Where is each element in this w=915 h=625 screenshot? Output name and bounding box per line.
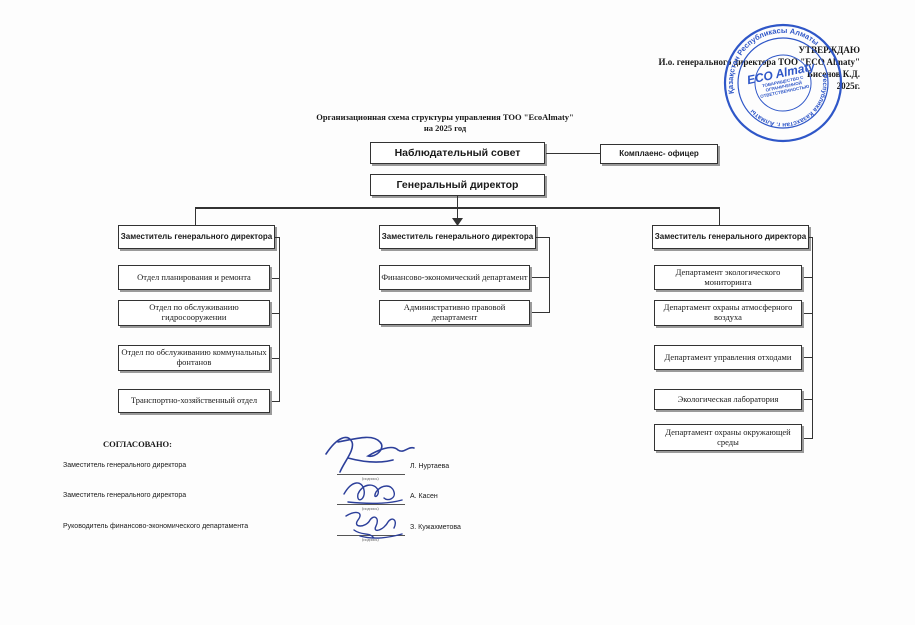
left-branch-spine bbox=[279, 237, 280, 402]
title-line-1: Организационная схема структуры управлен… bbox=[316, 112, 574, 122]
director-box: Генеральный директор bbox=[370, 174, 545, 196]
signatory-name-2: А. Касен bbox=[410, 493, 438, 500]
signature-line-1 bbox=[337, 474, 405, 475]
right-branch-spine bbox=[812, 237, 813, 439]
arrow-head-icon bbox=[452, 218, 463, 226]
right-branch-top bbox=[809, 237, 813, 238]
right-branch-tick-2 bbox=[802, 313, 813, 314]
signature-caption-1: (подпись) bbox=[362, 476, 379, 481]
unit-municipal-fountains: Отдел по обслуживанию коммунальных фонта… bbox=[118, 345, 270, 371]
compliance-box: Комплаенс- офицер bbox=[600, 144, 718, 164]
approval-block: УТВЕРЖДАЮ И.о. генерального директора ТО… bbox=[659, 44, 860, 93]
deputy-mid-drop bbox=[457, 207, 458, 225]
signature-1-icon bbox=[325, 436, 415, 473]
deputy-right-drop bbox=[719, 207, 720, 225]
right-branch-tick-3 bbox=[802, 357, 813, 358]
unit-transport-household: Транспортно-хозяйственный отдел bbox=[118, 389, 270, 413]
unit-waste-management: Департамент управления отходами bbox=[654, 345, 802, 370]
approval-date: 2025г. bbox=[836, 81, 860, 92]
unit-planning-repair: Отдел планирования и ремонта bbox=[118, 265, 270, 290]
approval-heading: УТВЕРЖДАЮ bbox=[798, 45, 860, 55]
title-line-2: на 2025 год bbox=[423, 123, 467, 134]
deputy-left-drop bbox=[195, 207, 196, 225]
signature-caption-2: (подпись) bbox=[362, 506, 379, 511]
unit-finance-economic: Финансово-экономический департамент bbox=[379, 265, 530, 290]
left-branch-tick-2 bbox=[270, 313, 280, 314]
board-compliance-connector bbox=[546, 153, 600, 154]
mid-branch-spine bbox=[549, 237, 550, 313]
director-drop-line bbox=[457, 196, 458, 210]
signature-3-icon bbox=[345, 511, 403, 539]
unit-hydro-facilities: Отдел по обслуживанию гидросооружении bbox=[118, 300, 270, 326]
left-branch-tick-4 bbox=[270, 401, 280, 402]
left-branch-top bbox=[275, 237, 280, 238]
unit-administrative-legal: Административно правовой департамент bbox=[379, 300, 530, 325]
signature-caption-3: (подпись) bbox=[362, 537, 379, 542]
approval-name: Бисенов К.Д. bbox=[806, 69, 860, 80]
left-branch-tick-3 bbox=[270, 358, 280, 359]
signatory-position-1: Заместитель генерального директора bbox=[63, 462, 187, 469]
left-branch-tick-1 bbox=[270, 278, 280, 279]
deputy-box-mid: Заместитель генерального директора bbox=[379, 225, 536, 249]
board-box: Наблюдательный совет bbox=[370, 142, 545, 164]
deputy-box-left: Заместитель генерального директора bbox=[118, 225, 275, 249]
signatory-name-1: Л. Нуртаева bbox=[410, 463, 450, 470]
company-stamp: Қазақстан Республикасы Алматы Республика… bbox=[722, 22, 843, 143]
deputy-box-right: Заместитель генерального директора bbox=[652, 225, 809, 249]
unit-ecological-monitoring: Департамент экологического мониторинга bbox=[654, 265, 802, 290]
right-branch-tick-4 bbox=[802, 399, 813, 400]
mid-branch-top bbox=[536, 237, 550, 238]
signatory-position-3: Руководитель финансово-экономического де… bbox=[63, 523, 249, 530]
signature-line-2 bbox=[337, 504, 405, 505]
agreement-heading: СОГЛАСОВАНО: bbox=[103, 439, 173, 449]
unit-environment-protection: Департамент охраны окружающей среды bbox=[654, 424, 802, 451]
right-branch-tick-1 bbox=[802, 277, 813, 278]
approval-position: И.о. генерального директора ТОО "ECO Alm… bbox=[658, 57, 860, 68]
unit-ecological-laboratory: Экологическая лаборатория bbox=[654, 389, 802, 410]
mid-branch-tick-2 bbox=[530, 312, 550, 313]
signatory-name-3: З. Кужахметова bbox=[410, 524, 461, 531]
signature-2-icon bbox=[343, 482, 403, 505]
unit-air-protection: Департамент охраны атмосферного воздуха bbox=[654, 300, 802, 326]
signatory-position-2: Заместитель генерального директора bbox=[63, 492, 187, 499]
right-branch-tick-5 bbox=[802, 438, 813, 439]
document-title: Организационная схема структуры управлен… bbox=[280, 112, 610, 134]
mid-branch-tick-1 bbox=[530, 277, 550, 278]
